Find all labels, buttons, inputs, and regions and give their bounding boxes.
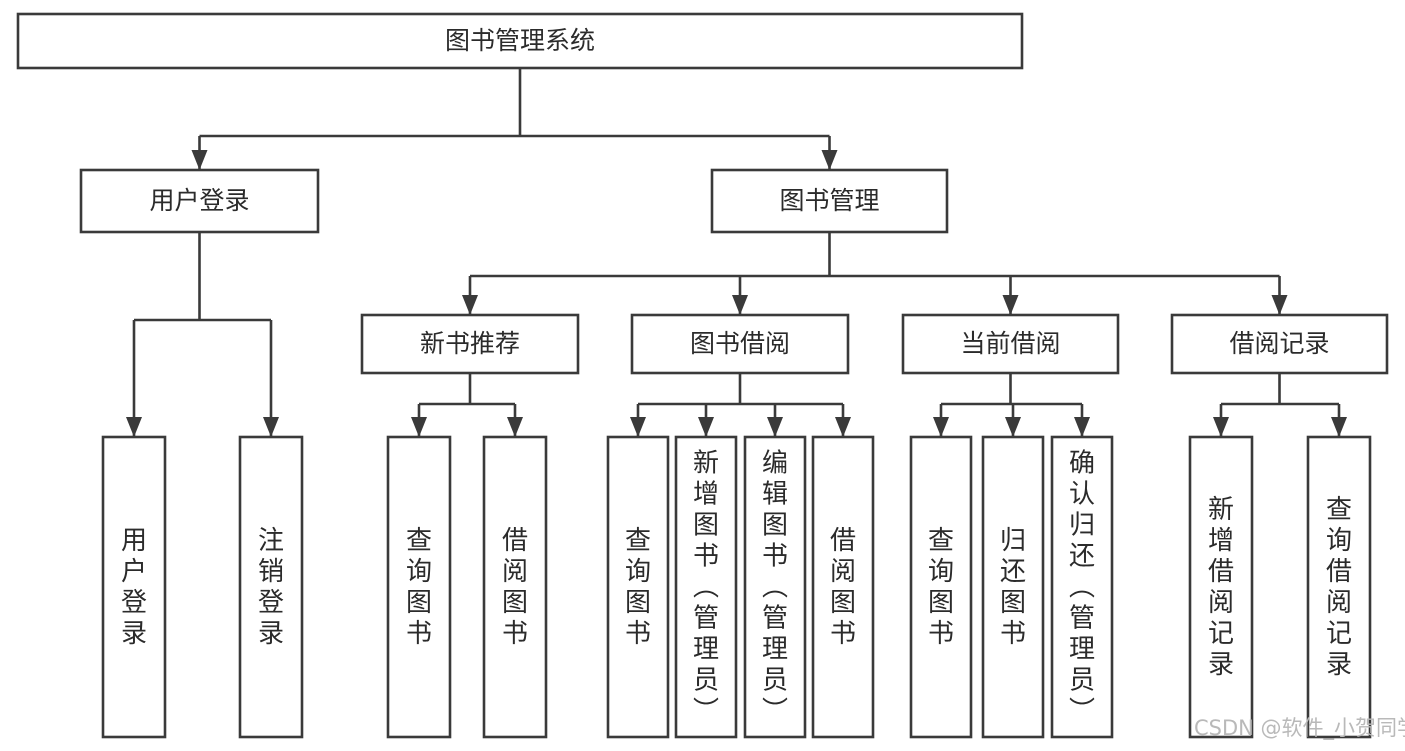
arrow-head-icon: [191, 150, 208, 170]
arrow-head-icon: [126, 417, 142, 437]
node-leaf-edit-book-admin[interactable]: 编辑图书︵管理员︶: [743, 435, 807, 739]
node-leaf-borrow-book-2-label: 借阅图书: [830, 526, 856, 649]
node-user-login[interactable]: 用户登录: [79, 168, 320, 234]
csdn-watermark: CSDN @软件_小贺同学: [1194, 716, 1405, 741]
arrow-head-icon: [462, 295, 478, 315]
node-book-management-label: 图书管理: [779, 186, 879, 215]
node-book-management[interactable]: 图书管理: [710, 168, 949, 234]
connector-layer: [126, 68, 1347, 437]
node-new-book-recommend[interactable]: 新书推荐: [360, 313, 580, 375]
node-leaf-query-book-1[interactable]: 查询图书: [386, 435, 452, 739]
node-leaf-confirm-return-admin[interactable]: 确认归还︵管理员︶: [1050, 435, 1114, 739]
node-leaf-user-login[interactable]: 用户登录: [101, 435, 167, 739]
arrow-head-icon: [767, 417, 783, 437]
node-leaf-query-borrow-record-label: 查询借阅记录: [1326, 495, 1352, 680]
node-leaf-add-book-admin[interactable]: 新增图书︵管理员︶: [674, 435, 738, 739]
arrow-head-icon: [1002, 295, 1019, 315]
node-leaf-add-borrow-record[interactable]: 新增借阅记录: [1188, 435, 1254, 739]
node-book-borrow-label: 图书借阅: [690, 329, 790, 358]
arrow-head-icon: [507, 417, 523, 437]
node-leaf-add-book-admin-label: 新增图书︵管理员︶: [693, 449, 719, 727]
node-current-borrow-label: 当前借阅: [960, 329, 1060, 358]
node-leaf-logout-login-label: 注销登录: [258, 526, 284, 649]
node-leaf-query-book-3[interactable]: 查询图书: [909, 435, 973, 739]
arrow-head-icon: [411, 417, 427, 437]
node-root-label: 图书管理系统: [445, 26, 595, 55]
node-leaf-borrow-book-1[interactable]: 借阅图书: [482, 435, 548, 739]
node-book-borrow[interactable]: 图书借阅: [630, 313, 850, 375]
arrow-head-icon: [732, 295, 748, 315]
node-borrow-record-label: 借阅记录: [1229, 329, 1329, 358]
node-leaf-confirm-return-admin-label: 确认归还︵管理员︶: [1069, 449, 1095, 727]
node-current-borrow[interactable]: 当前借阅: [901, 313, 1120, 375]
node-leaf-return-book[interactable]: 归还图书: [981, 435, 1045, 739]
arrow-head-icon: [698, 417, 714, 437]
arrow-head-icon: [630, 417, 646, 437]
arrow-head-icon: [821, 150, 838, 170]
node-borrow-record[interactable]: 借阅记录: [1170, 313, 1389, 375]
arrow-head-icon: [1213, 417, 1229, 437]
node-leaf-query-book-3-label: 查询图书: [928, 526, 954, 649]
node-leaf-user-login-label: 用户登录: [121, 526, 147, 649]
node-user-login-label: 用户登录: [149, 186, 249, 215]
node-leaf-query-book-2[interactable]: 查询图书: [606, 435, 670, 739]
node-leaf-query-book-2-label: 查询图书: [625, 526, 651, 649]
node-leaf-query-book-1-label: 查询图书: [406, 526, 432, 649]
node-new-book-recommend-label: 新书推荐: [420, 329, 520, 358]
node-leaf-add-borrow-record-label: 新增借阅记录: [1208, 495, 1234, 680]
node-leaf-edit-book-admin-label: 编辑图书︵管理员︶: [762, 449, 788, 727]
arrow-head-icon: [1271, 295, 1288, 315]
arrow-head-icon: [835, 417, 851, 437]
arrow-head-icon: [1331, 417, 1347, 437]
node-leaf-return-book-label: 归还图书: [1000, 526, 1026, 649]
node-root[interactable]: 图书管理系统: [16, 12, 1024, 70]
arrow-head-icon: [263, 417, 279, 437]
node-leaf-logout-login[interactable]: 注销登录: [238, 435, 304, 739]
node-leaf-query-borrow-record[interactable]: 查询借阅记录: [1306, 435, 1372, 739]
node-leaf-borrow-book-2[interactable]: 借阅图书: [811, 435, 875, 739]
arrow-head-icon: [933, 417, 949, 437]
node-layer: 图书管理系统用户登录图书管理新书推荐图书借阅当前借阅借阅记录用户登录注销登录查询…: [16, 12, 1389, 739]
arrow-head-icon: [1074, 417, 1090, 437]
arrow-head-icon: [1005, 417, 1021, 437]
node-leaf-borrow-book-1-label: 借阅图书: [502, 526, 528, 649]
